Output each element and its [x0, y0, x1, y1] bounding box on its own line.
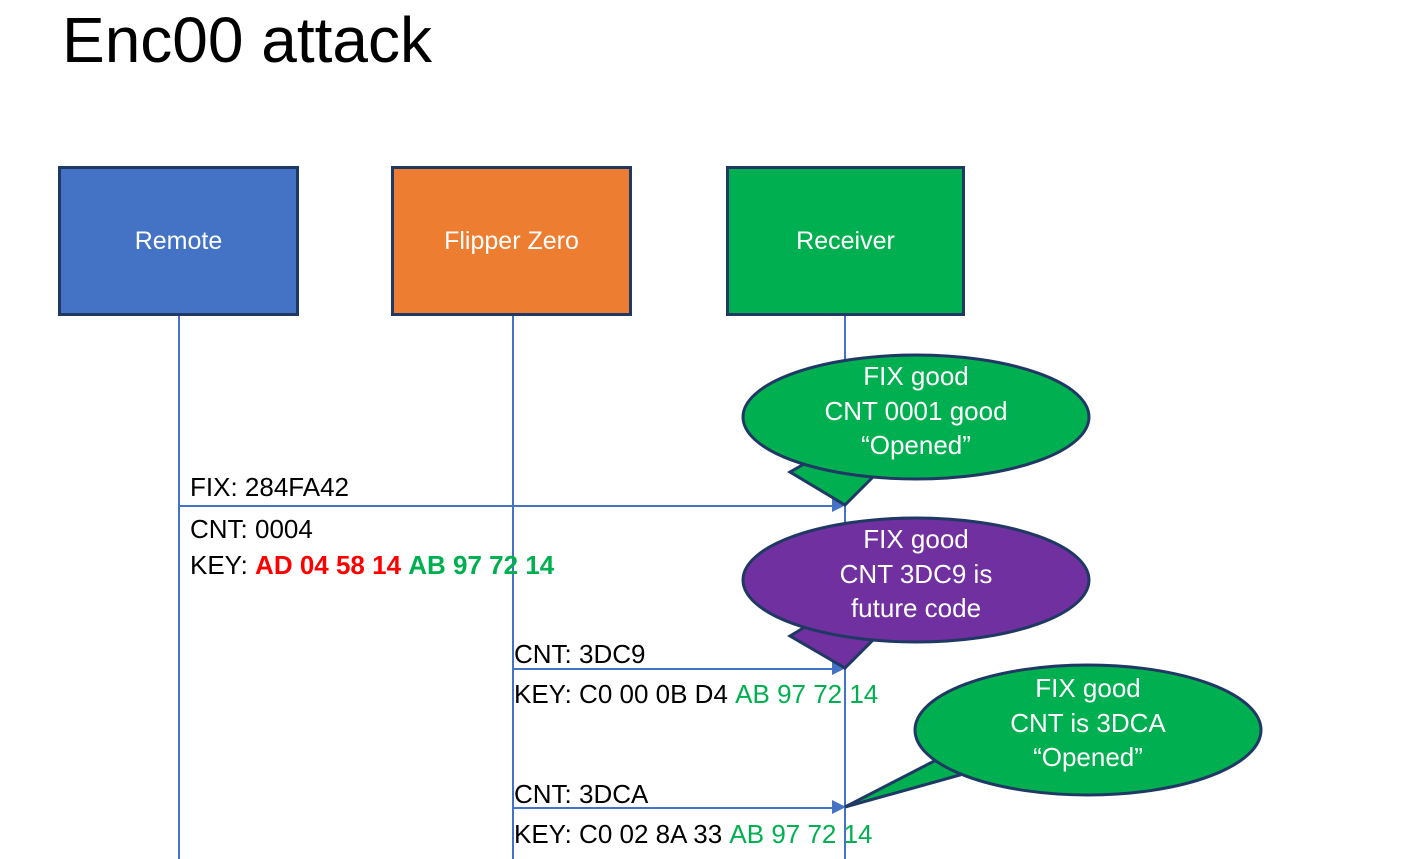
bubble-2-line-2: CNT 3DC9 is: [839, 558, 993, 589]
message-3-key-prefix: KEY:: [514, 819, 580, 849]
message-1-key-green: AB 97 72 14: [408, 550, 555, 580]
message-line-2: [513, 668, 837, 670]
speech-bubble-3-text: FIX good CNT is 3DCA “Opened”: [915, 671, 1261, 775]
bubble-2-line-3: future code: [850, 593, 982, 624]
message-2-cnt-text: CNT: 3DC9: [514, 639, 646, 669]
bubble-3-line-2: CNT is 3DCA: [1010, 707, 1166, 738]
bubble-3-line-3: “Opened”: [1033, 742, 1143, 773]
message-1-fix-text: FIX: 284FA42: [190, 472, 349, 502]
message-2-key-green: AB 97 72 14: [735, 679, 879, 709]
bubble-1-line-1: FIX good: [863, 361, 969, 391]
message-1-fix-label: FIX: 284FA42: [190, 472, 349, 503]
message-1-key-prefix: KEY:: [190, 550, 256, 580]
actor-label-receiver: Receiver: [796, 226, 895, 255]
bubble-2-line-1: FIX good: [863, 524, 969, 554]
actor-box-receiver[interactable]: Receiver: [726, 166, 965, 316]
message-3-key-green: AB 97 72 14: [729, 819, 873, 849]
message-1-cnt-label: CNT: 0004: [190, 514, 313, 545]
message-line-1: [179, 505, 837, 507]
message-2-cnt-label: CNT: 3DC9: [514, 639, 646, 670]
bubble-3-line-1: FIX good: [1035, 673, 1141, 703]
message-3-cnt-text: CNT: 3DCA: [514, 779, 649, 809]
bubble-1-line-3: “Opened”: [861, 430, 971, 461]
actor-label-flipper: Flipper Zero: [444, 226, 579, 255]
actor-label-remote: Remote: [134, 226, 223, 255]
page-title: Enc00 attack: [62, 4, 432, 76]
speech-bubble-1-text: FIX good CNT 0001 good “Opened”: [743, 359, 1089, 463]
lifeline-flipper: [512, 316, 514, 859]
message-2-key-prefix: KEY:: [514, 679, 580, 709]
bubble-1-line-2: CNT 0001 good: [824, 395, 1008, 426]
message-1-key-label: KEY: AD 04 58 14 AB 97 72 14: [190, 550, 555, 581]
message-3-cnt-label: CNT: 3DCA: [514, 779, 649, 810]
message-1-cnt-text: CNT: 0004: [190, 514, 313, 544]
speech-bubble-2-text: FIX good CNT 3DC9 is future code: [743, 522, 1089, 626]
actor-box-remote[interactable]: Remote: [58, 166, 299, 316]
message-2-key-black: C0 00 0B D4: [579, 679, 728, 709]
message-2-key-label: KEY: C0 00 0B D4 AB 97 72 14: [514, 679, 879, 710]
actor-box-flipper[interactable]: Flipper Zero: [391, 166, 632, 316]
message-3-key-label: KEY: C0 02 8A 33 AB 97 72 14: [514, 819, 873, 850]
lifeline-remote: [178, 316, 180, 859]
message-1-key-red: AD 04 58 14: [255, 550, 402, 580]
message-3-key-black: C0 02 8A 33: [579, 819, 723, 849]
message-line-3: [513, 807, 837, 809]
